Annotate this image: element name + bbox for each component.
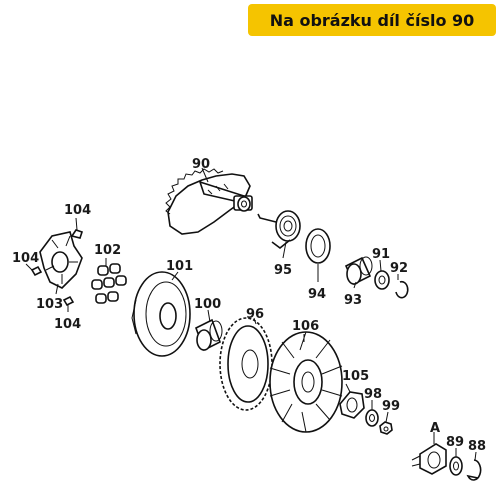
label-103: 103 (36, 297, 63, 312)
label-100: 100 (194, 297, 221, 312)
part-104-clip-top[interactable] (70, 229, 84, 239)
label-102: 102 (94, 243, 121, 258)
leader-95 (282, 241, 287, 259)
leader-93 (353, 281, 357, 289)
leader-100 (207, 309, 211, 323)
leader-104-top (75, 217, 78, 231)
label-91: 91 (372, 247, 390, 262)
part-98-washer[interactable] (365, 409, 379, 427)
part-100-sleeve[interactable] (195, 318, 223, 352)
label-104-bottom: 104 (54, 317, 81, 332)
part-104-clip-bottom[interactable] (62, 295, 75, 307)
part-102-roller-weights[interactable] (91, 263, 127, 304)
part-103-ramp-plate[interactable] (39, 231, 83, 289)
label-92: 92 (390, 261, 408, 276)
leader-99 (385, 411, 389, 423)
label-99: 99 (382, 399, 400, 414)
label-101: 101 (166, 259, 193, 274)
part-96-gear-wheel[interactable] (219, 317, 273, 411)
part-93-bushing[interactable] (344, 256, 373, 286)
part-99-nut[interactable] (379, 421, 393, 435)
label-94: 94 (308, 287, 326, 302)
part-92-circlip[interactable] (395, 280, 409, 299)
label-106: 106 (292, 319, 319, 334)
label-88: 88 (468, 439, 486, 454)
leader-91 (379, 259, 382, 272)
leader-88 (474, 451, 477, 461)
leader-101 (171, 271, 179, 281)
part-106-fan[interactable] (269, 331, 343, 433)
label-A: A (430, 421, 440, 436)
leader-105 (345, 383, 351, 393)
label-104-top: 104 (64, 203, 91, 218)
label-90: 90 (192, 157, 210, 172)
leader-103 (55, 283, 59, 295)
part-104-clip-left[interactable] (30, 265, 43, 277)
part-89-washer[interactable] (449, 456, 463, 476)
part-90-kickstart-shaft[interactable] (165, 168, 253, 235)
label-95: 95 (274, 263, 292, 278)
label-104-left: 104 (12, 251, 39, 266)
leader-90 (201, 167, 209, 183)
label-89: 89 (446, 435, 464, 450)
leader-96 (253, 317, 257, 325)
label-96: 96 (246, 307, 264, 322)
highlight-banner: Na obrázku díl číslo 90 (248, 4, 496, 36)
part-101-variator-pulley[interactable] (131, 271, 191, 357)
label-105: 105 (342, 369, 369, 384)
label-98: 98 (364, 387, 382, 402)
part-105-hub[interactable] (339, 391, 365, 419)
part-A-shaft-end[interactable] (411, 443, 447, 475)
leader-104-left (25, 263, 33, 271)
label-93: 93 (344, 293, 362, 308)
part-94-washer[interactable] (305, 228, 331, 264)
part-95-return-spring[interactable] (257, 210, 301, 250)
part-91-washer[interactable] (374, 270, 390, 290)
part-88-clip[interactable] (466, 459, 482, 481)
